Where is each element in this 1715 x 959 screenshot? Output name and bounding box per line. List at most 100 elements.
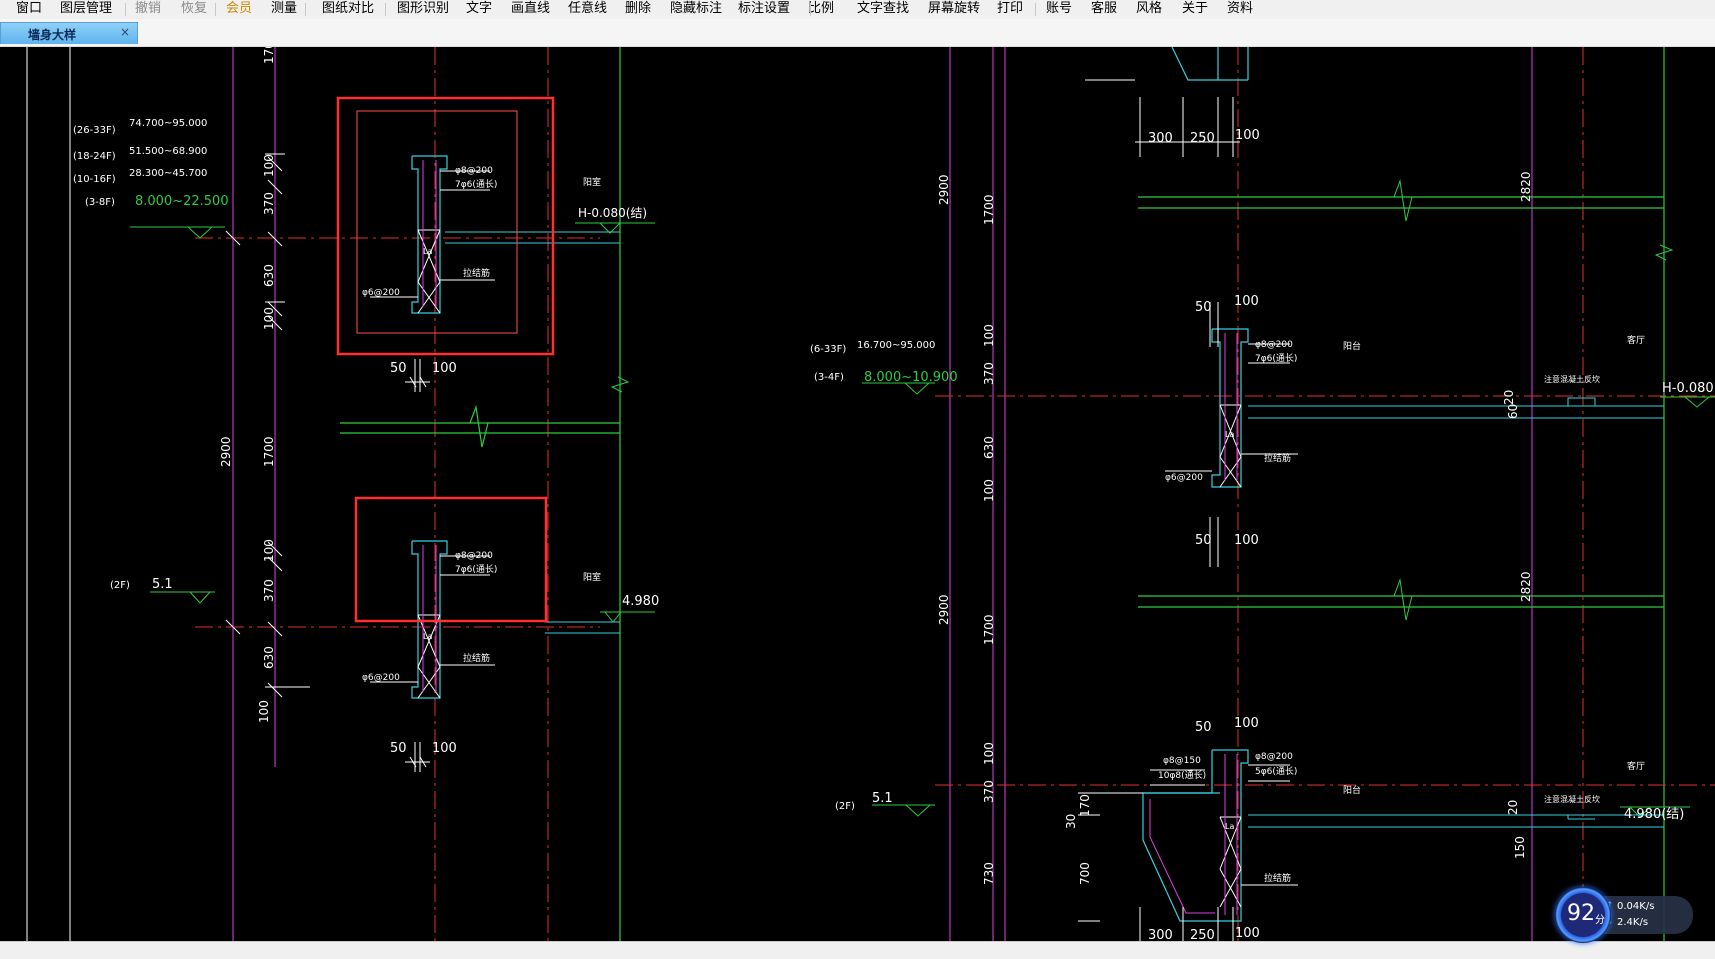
menu-item-19[interactable]: 客服 [1091,1,1118,16]
right-2f-label: (2F) [835,801,855,812]
menu-item-8[interactable]: 文字 [466,1,493,16]
score-unit: 分 [1595,915,1605,926]
left-main-elevation: 8.000~22.500 [135,194,229,209]
right-dim-50-a: 50 [1195,300,1212,315]
dim-100-b: 100 [432,741,457,756]
drawing-canvas[interactable]: (26-33F) (18-24F) (10-16F) (3-8F) 74.700… [0,47,1715,941]
right-rebar-tag-1: 拉结筋 [1264,452,1291,464]
right-dim-100-c: 100 [1234,716,1259,731]
floor-range-3: 28.300~45.700 [129,168,207,179]
right-dim-50-c: 50 [1195,720,1212,735]
menu-item-5[interactable]: 测量 [271,1,298,16]
score-value: 92 [1567,901,1595,926]
right-2f-roof-elevation: 4.980(结) [1624,807,1684,822]
right-room-label-1: 阳台 [1343,340,1361,352]
dim-v-630-2: 630 [262,646,276,669]
dim-v-100-3: 100 [262,539,276,562]
menu-item-21[interactable]: 关于 [1182,1,1209,16]
menu-item-12[interactable]: 隐藏标注 [670,1,723,16]
right-dim-v-2900-2: 2900 [937,594,951,625]
right-dim-v-2900-1: 2900 [937,174,951,205]
right-dim-100-a: 100 [1234,294,1259,309]
menu-item-17[interactable]: 打印 [997,1,1024,16]
tab-close-icon[interactable]: × [119,25,130,39]
menu-item-9[interactable]: 画直线 [511,1,551,16]
menu-item-15[interactable]: 文字查找 [857,1,910,16]
lap-mark-2: La [423,632,432,641]
menu-separator [215,3,216,16]
right-dim-v-30: 30 [1064,814,1078,829]
menu-separator [810,3,811,16]
tab-bar: 墙身大样 × [0,19,1715,47]
left-detail: (26-33F) (18-24F) (10-16F) (3-8F) 74.700… [26,47,659,941]
room-label-bottom: 阳室 [583,571,601,583]
menu-item-0[interactable]: 窗口 [16,1,43,16]
right-dim-2820-1: 2820 [1519,171,1533,202]
rebar-tag-1: 拉结筋 [463,267,490,279]
menu-separator [125,3,126,16]
right-rebar-150: φ8@150 [1163,756,1201,766]
menu-item-13[interactable]: 标注设置 [738,1,791,16]
right-dim-150: 150 [1513,836,1527,859]
left-2f-roof-elevation: 4.980 [622,594,659,609]
dim-v-2900: 2900 [219,436,233,467]
menu-item-22[interactable]: 资料 [1227,1,1254,16]
right-rebar-long-1: 7φ6(通长) [1255,352,1297,364]
menu-item-7[interactable]: 图形识别 [397,1,450,16]
right-lap-mark-1: La [1225,430,1234,439]
menu-item-20[interactable]: 风格 [1136,1,1163,16]
menu-item-10[interactable]: 任意线 [568,1,608,16]
rebar-top-1: φ8@200 [455,166,493,176]
floor-label-3-8f: (3-8F) [85,197,115,208]
right-rebar-5: 5φ6(通长) [1255,765,1297,777]
menu-bar: 窗口 图层管理 撤销 恢复 会员 测量 图纸对比 图形识别 文字 画直线 任意线 删除 隐藏标注标注设置… [0,0,1715,20]
dim-v-100-1: 100 [262,154,276,177]
download-speed: 2.4K/s [1617,917,1649,928]
bottom-dim-250: 250 [1190,928,1215,941]
rebar-stirrup-1: φ6@200 [362,288,400,298]
right-room-label-2: 阳台 [1343,784,1361,796]
dim-v-170: 170 [262,47,276,64]
network-speed-widget[interactable]: ↑ 0.04K/s ↓ 2.4K/s 92 分 [1555,887,1693,943]
room-label-top: 阳室 [583,176,601,188]
upload-speed: 0.04K/s [1617,901,1655,912]
right-dim-60: 60 [1506,404,1520,419]
dim-v-370-2: 370 [262,579,276,602]
right-rebar-top-2: φ8@200 [1255,752,1293,762]
dim-50-b: 50 [390,741,407,756]
right-rebar-top-1: φ8@200 [1255,340,1293,350]
right-note-2: 注意混凝土反坎 [1544,794,1600,804]
menu-item-11[interactable]: 删除 [625,1,652,16]
right-dim-20-b: 20 [1506,800,1520,815]
right-dim-v-730: 730 [982,862,996,885]
tab-wall-detail[interactable]: 墙身大样 × [0,22,138,44]
right-room-label2-1: 客厅 [1627,334,1645,346]
rebar-long-1: 7φ6(通长) [455,178,497,190]
menu-item-3[interactable]: 恢复 [181,1,208,16]
menu-item-18[interactable]: 账号 [1046,1,1073,16]
floor-range-2: 51.500~68.900 [129,146,207,157]
right-top-dim-250: 250 [1190,131,1215,146]
right-dim-v-1700-2: 1700 [982,614,996,645]
dim-100-a: 100 [432,361,457,376]
right-dim-v-1700-1: 1700 [982,194,996,225]
menu-separator [1035,3,1036,16]
right-floor-label-3-4f: (3-4F) [814,372,844,383]
left-2f-elevation: 5.1 [152,577,173,592]
right-dim-v-370-2: 370 [982,780,996,803]
menu-item-2[interactable]: 撤销 [135,1,162,16]
floor-label-18-24f: (18-24F) [73,151,116,162]
menu-item-14[interactable]: 比例 [808,1,835,16]
floor-range-1: 74.700~95.000 [129,118,207,129]
right-detail: (6-33F) (3-4F) 16.700~95.000 8.000~10.90… [810,47,1715,941]
right-top-dim-300: 300 [1148,131,1173,146]
right-top-roof-elevation: H-0.080 [1662,381,1714,396]
right-dim-2820-2: 2820 [1519,571,1533,602]
rebar-tag-2: 拉结筋 [463,652,490,664]
right-room-label2-2: 客厅 [1627,760,1645,772]
menu-item-6[interactable]: 图纸对比 [322,1,375,16]
menu-item-4[interactable]: 会员 [226,1,253,16]
menu-item-16[interactable]: 屏幕旋转 [928,1,981,16]
menu-item-1[interactable]: 图层管理 [60,1,113,16]
score-badge[interactable]: 92 分 [1555,887,1611,943]
